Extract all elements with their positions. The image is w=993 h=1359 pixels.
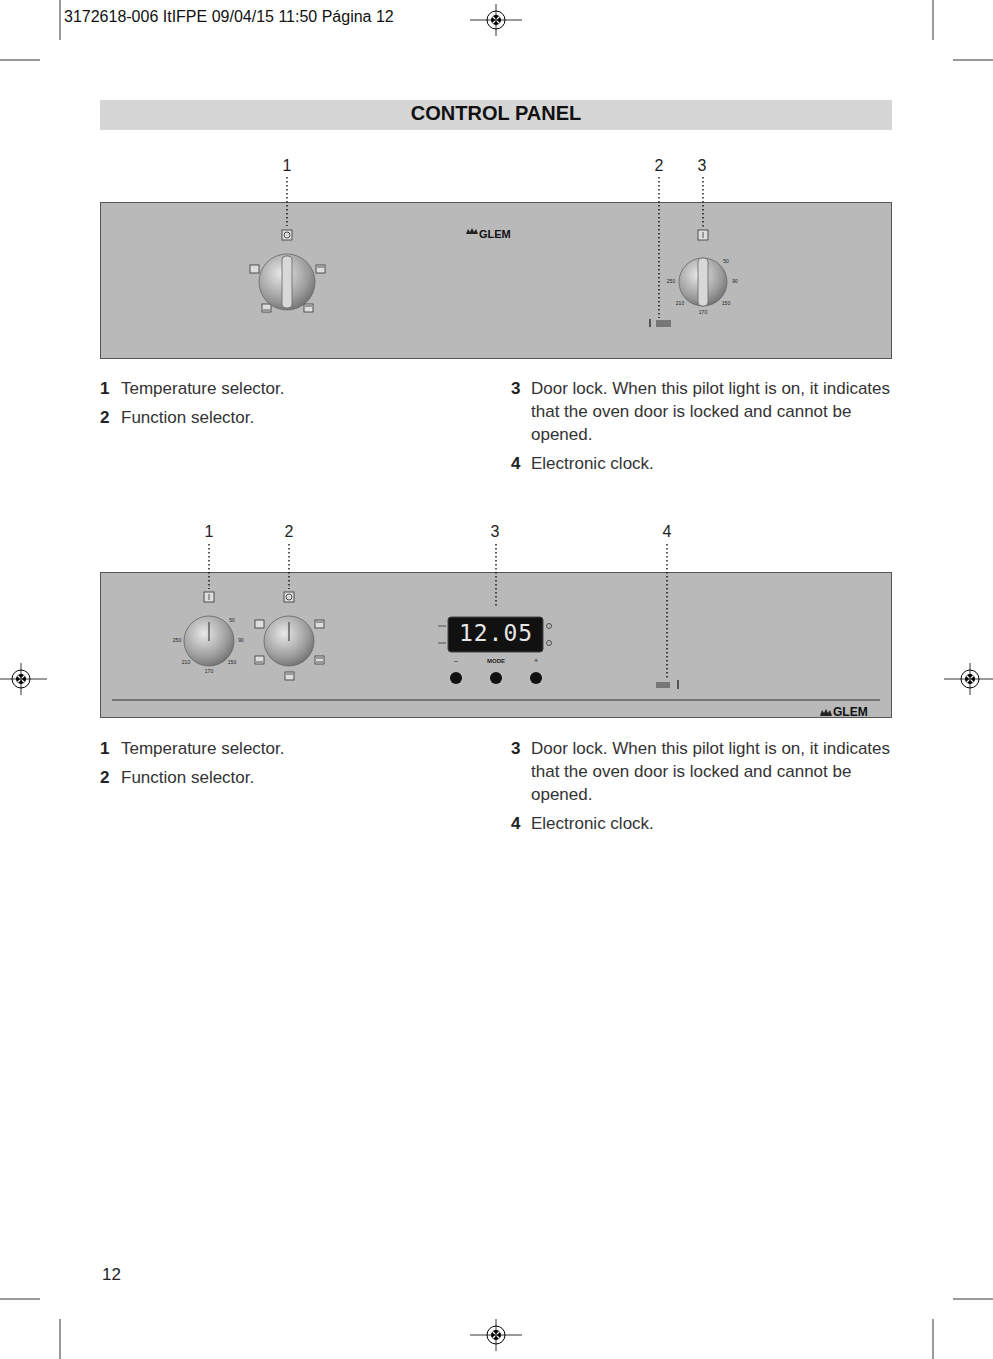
list-text: Temperature selector.: [121, 739, 284, 759]
callout-number: 4: [663, 522, 672, 541]
dial-number: 170: [205, 668, 213, 674]
button-label: MODE: [487, 658, 505, 665]
callout-number: 1: [283, 156, 292, 175]
callout-number: 2: [285, 522, 294, 541]
dial-number: 150: [228, 659, 236, 665]
dial-number: 250: [173, 637, 181, 643]
list-number: 4: [511, 454, 520, 474]
list-text: Function selector.: [121, 768, 254, 788]
list-number: 4: [511, 814, 520, 834]
dial-number: 150: [722, 300, 730, 306]
callout-number: 1: [205, 522, 214, 541]
list-number: 2: [100, 768, 109, 788]
dial-number: 210: [676, 300, 684, 306]
button-label: –: [454, 657, 458, 665]
brand-logo: GLEM: [833, 705, 868, 719]
list-text: Temperature selector.: [121, 379, 284, 399]
callout-number: 2: [655, 156, 664, 175]
list-number: 1: [100, 379, 109, 399]
page-number: 12: [102, 1265, 121, 1285]
dial-number: 50: [723, 258, 729, 264]
button-label: +: [534, 657, 538, 665]
dial-number: 170: [699, 309, 707, 315]
print-header: 3172618-006 ItIFPE 09/04/15 11:50 Página…: [64, 7, 394, 26]
clock-display: 12.05: [459, 620, 533, 648]
dial-number: 210: [182, 659, 190, 665]
list-number: 2: [100, 408, 109, 428]
dial-number: 90: [732, 278, 738, 284]
dial-number: 50: [229, 617, 235, 623]
callout-number: 3: [491, 522, 500, 541]
list-number: 1: [100, 739, 109, 759]
list-text: Electronic clock.: [531, 814, 654, 834]
dial-number: 250: [667, 278, 675, 284]
list-number: 3: [511, 379, 520, 399]
list-text: Door lock. When this pilot light is on, …: [531, 737, 893, 806]
section-title: CONTROL PANEL: [411, 101, 581, 125]
list-number: 3: [511, 739, 520, 759]
list-text: Door lock. When this pilot light is on, …: [531, 377, 893, 446]
list-text: Electronic clock.: [531, 454, 654, 474]
brand-logo: GLEM: [479, 228, 511, 241]
list-text: Function selector.: [121, 408, 254, 428]
dial-number: 90: [238, 637, 244, 643]
callout-number: 3: [698, 156, 707, 175]
